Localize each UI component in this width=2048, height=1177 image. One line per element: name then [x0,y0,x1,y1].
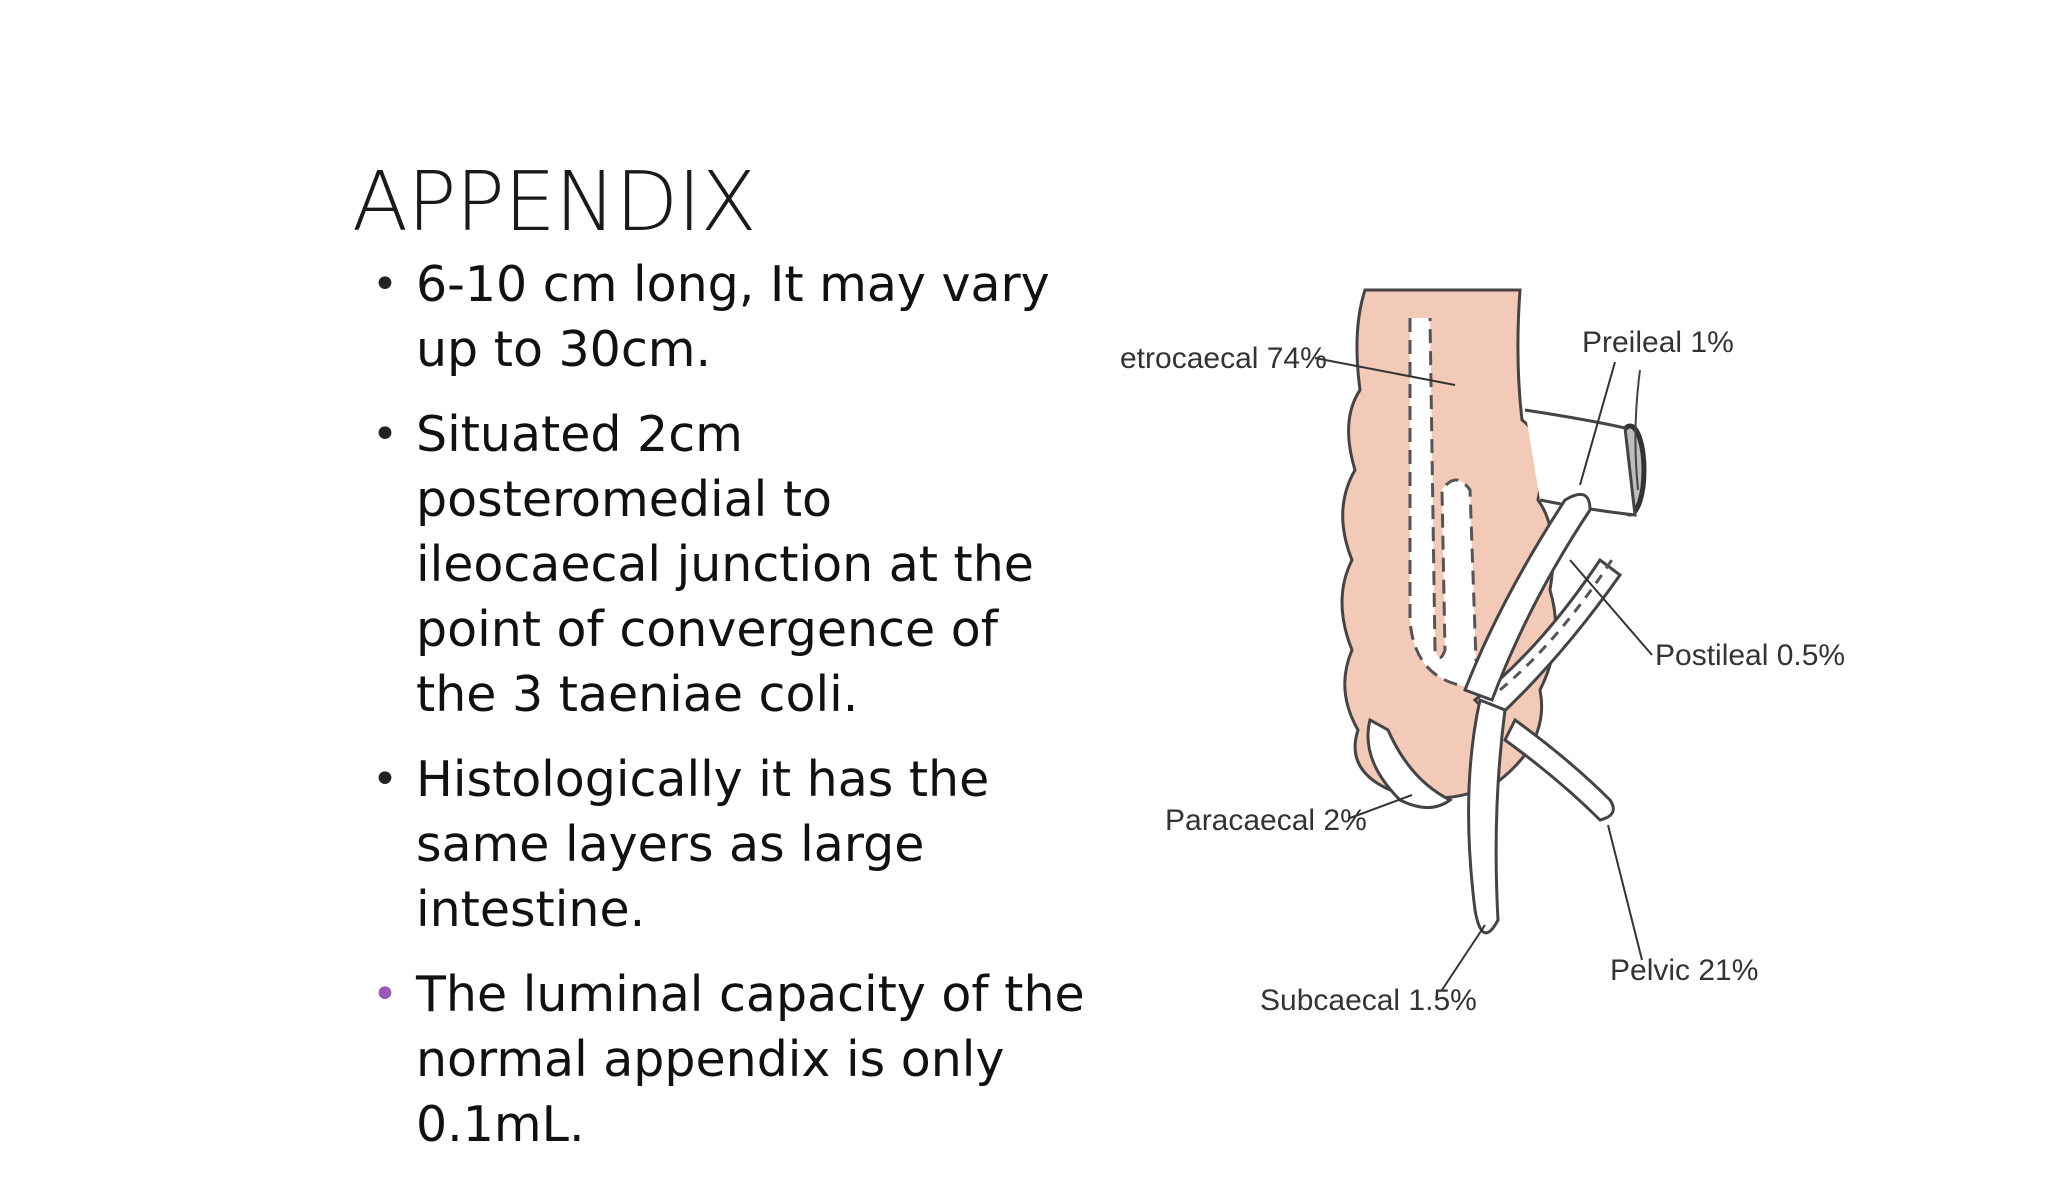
subcaecal-appendix [1467,697,1507,935]
slide: APPENDIX • 6-10 cm long, It may vary up … [352,155,1846,1153]
leader-retrocaecal [1314,357,1456,386]
label-retrocaecal: etrocaecal 74% [1120,342,1327,375]
label-preileal: Preileal 1% [1582,326,1734,359]
label-subcaecal: Subcaecal 1.5% [1260,984,1477,1017]
pelvic-appendix [1503,717,1615,822]
bullet-text: Histologically it has the same layers as… [416,751,990,938]
preileal-appendix [1463,492,1592,702]
leader-pelvic [1607,824,1643,961]
postileal-appendix [1499,554,1617,692]
retrocaecal-appendix [1408,317,1493,690]
bullet-text: 6-10 cm long, It may vary up to 30cm. [416,256,1050,378]
label-postileal: Postileal 0.5% [1655,639,1845,672]
bullet-marker: • [372,969,398,1020]
bullet-item-histology: • Histologically it has the same layers … [372,747,1092,942]
bullet-marker: • [372,754,398,805]
bullet-marker: • [372,409,398,460]
bullet-item-location: • Situated 2cm posteromedial to ileocaec… [372,402,1092,727]
appendix-positions-diagram: etrocaecal 74% Preileal 1% Postileal 0.5… [1120,270,1845,1050]
bullet-text: The luminal capacity of the normal appen… [416,966,1085,1153]
bullet-text: Situated 2cm posteromedial to ileocaecal… [416,406,1034,723]
slide-title: APPENDIX [352,155,757,250]
bullet-marker: • [372,259,398,310]
bullet-item-length: • 6-10 cm long, It may vary up to 30cm. [372,252,1092,382]
label-paracaecal: Paracaecal 2% [1165,804,1367,837]
leader-subcaecal [1441,924,1486,991]
mesentery-line [1634,369,1641,491]
leader-preileal [1579,361,1616,486]
leader-postileal [1569,559,1653,656]
bullet-list: • 6-10 cm long, It may vary up to 30cm. … [372,252,1092,1177]
ileum-tube [1472,557,1623,723]
label-pelvic: Pelvic 21% [1610,954,1758,987]
paracaecal-appendix [1366,717,1453,809]
leader-paracaecal [1349,794,1413,819]
bullet-item-capacity: • The luminal capacity of the normal app… [372,962,1092,1157]
appendix-diagram-svg: etrocaecal 74% Preileal 1% Postileal 0.5… [1120,288,1845,1017]
